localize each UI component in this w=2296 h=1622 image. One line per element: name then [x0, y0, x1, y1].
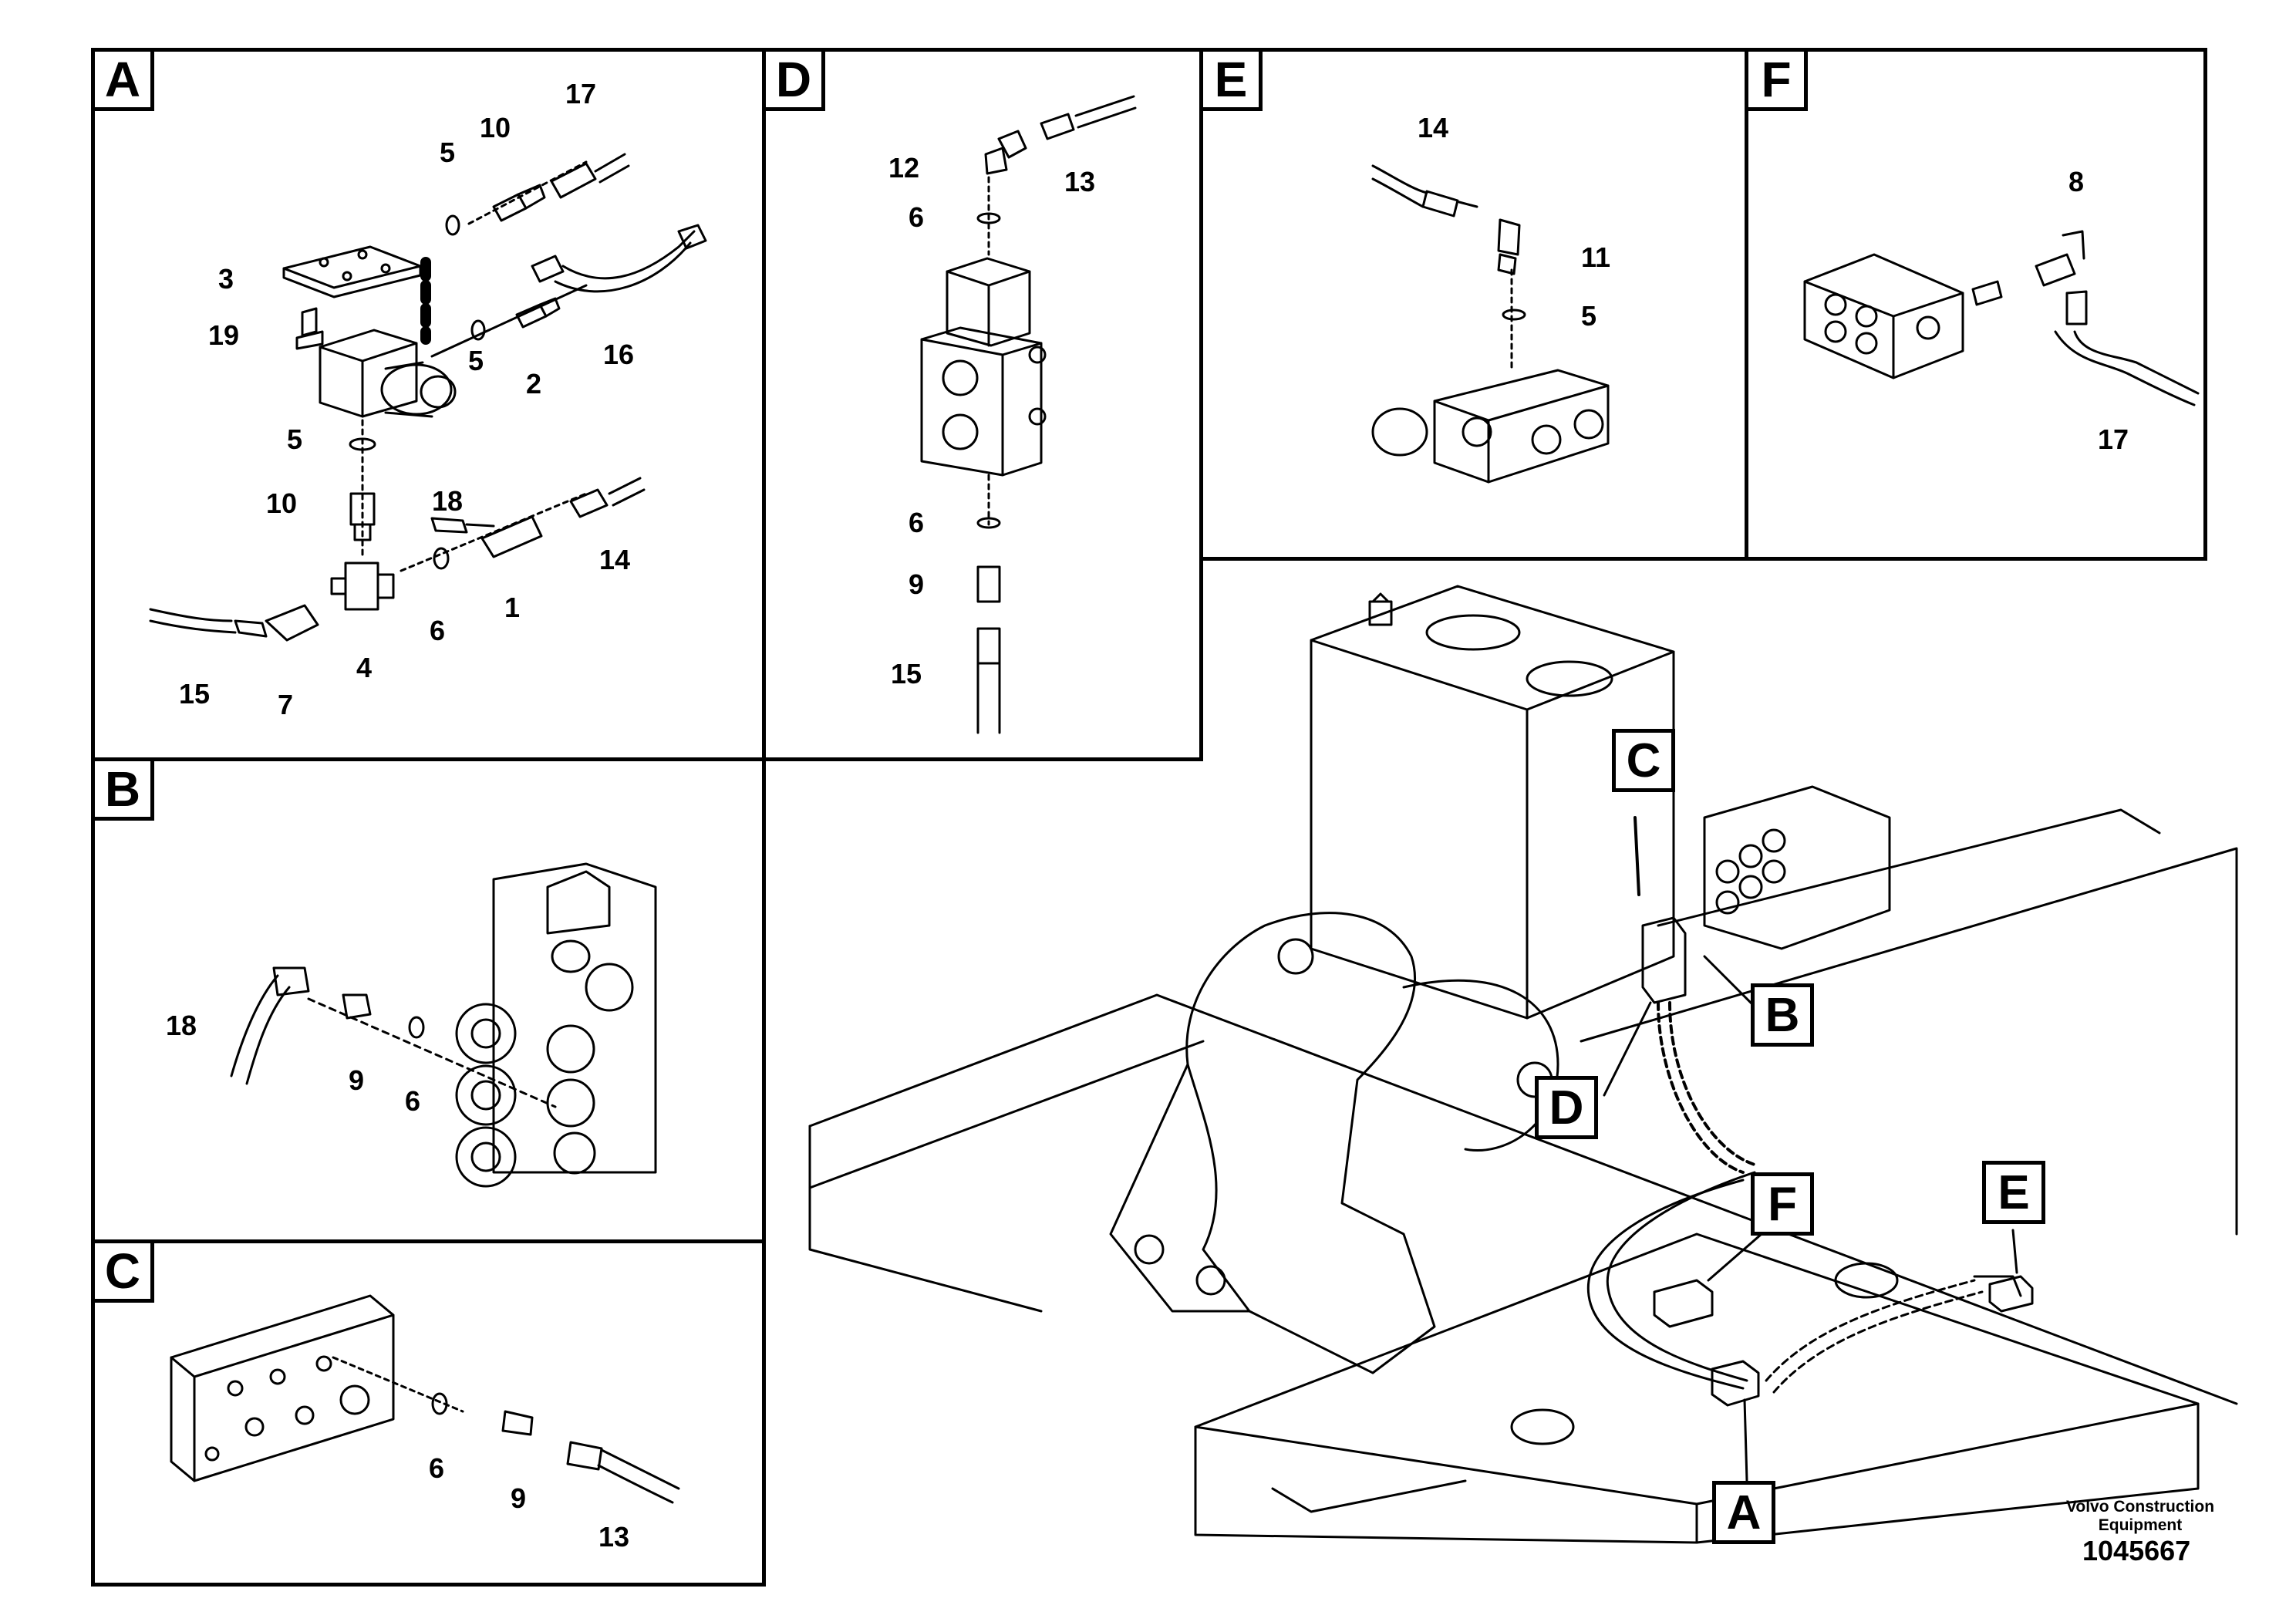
- part-number: 2: [526, 368, 542, 400]
- callout-a: A: [1712, 1481, 1775, 1544]
- overview-machine-drawing: [808, 585, 2238, 1544]
- part-number: 15: [179, 678, 211, 710]
- part-number: 14: [599, 544, 631, 575]
- drawing-number: 1045667: [2082, 1535, 2191, 1566]
- publisher-credit: Volvo Construction Equipment: [2048, 1498, 2233, 1535]
- panel-c-drawing: [170, 1294, 680, 1504]
- part-number: 18: [166, 1010, 197, 1041]
- part-number: 3: [218, 263, 234, 295]
- panel-a-drawing: [149, 153, 707, 642]
- detail-panel-d: D: [762, 48, 1203, 761]
- part-number: 16: [603, 339, 635, 370]
- callout-f: F: [1751, 1172, 1814, 1236]
- part-number: 13: [1064, 166, 1096, 197]
- part-number: 1: [504, 592, 521, 623]
- callout-b: B: [1751, 983, 1814, 1047]
- panel-d-label: D: [762, 48, 825, 111]
- part-number: 6: [429, 1452, 445, 1484]
- credit-line-1: Volvo Construction: [2065, 1498, 2215, 1516]
- panel-f-label: F: [1745, 48, 1808, 111]
- part-number: 9: [349, 1064, 365, 1096]
- panel-e-drawing: [1371, 164, 1610, 484]
- part-number: 17: [565, 78, 597, 110]
- part-number: 8: [2068, 166, 2085, 197]
- part-number: 6: [909, 201, 925, 233]
- panel-f-drawing: [1803, 230, 2200, 406]
- detail-panel-c: C: [91, 1239, 766, 1587]
- part-number: 6: [909, 507, 925, 538]
- part-number: 5: [287, 423, 303, 455]
- part-number: 5: [440, 137, 456, 168]
- part-number: 6: [405, 1085, 421, 1117]
- part-number: 19: [208, 319, 240, 351]
- panel-a-label: A: [91, 48, 154, 111]
- part-number: 6: [430, 615, 446, 646]
- part-number: 12: [888, 152, 920, 184]
- part-number: 11: [1581, 241, 1611, 273]
- panel-c-label: C: [91, 1239, 154, 1303]
- detail-panel-e: E: [1199, 48, 1748, 561]
- part-number: 18: [432, 485, 464, 517]
- part-number: 15: [891, 658, 922, 690]
- part-number: 9: [909, 568, 925, 600]
- panel-e-label: E: [1199, 48, 1263, 111]
- part-number: 14: [1418, 112, 1449, 143]
- part-number: 5: [1581, 300, 1597, 332]
- credit-line-2: Equipment: [2098, 1516, 2183, 1534]
- part-number: 17: [2098, 423, 2129, 455]
- part-number: 5: [468, 345, 484, 376]
- callout-c: C: [1612, 729, 1675, 792]
- callout-d: D: [1535, 1076, 1598, 1139]
- part-number: 9: [511, 1482, 527, 1514]
- panel-b-drawing: [230, 862, 657, 1188]
- part-number: 7: [278, 689, 294, 720]
- part-number: 4: [356, 652, 373, 683]
- callout-e: E: [1982, 1161, 2045, 1224]
- part-number: 13: [598, 1521, 630, 1553]
- panel-d-drawing: [920, 95, 1137, 734]
- part-number: 10: [480, 112, 511, 143]
- part-number: 10: [266, 487, 298, 519]
- panel-b-label: B: [91, 757, 154, 821]
